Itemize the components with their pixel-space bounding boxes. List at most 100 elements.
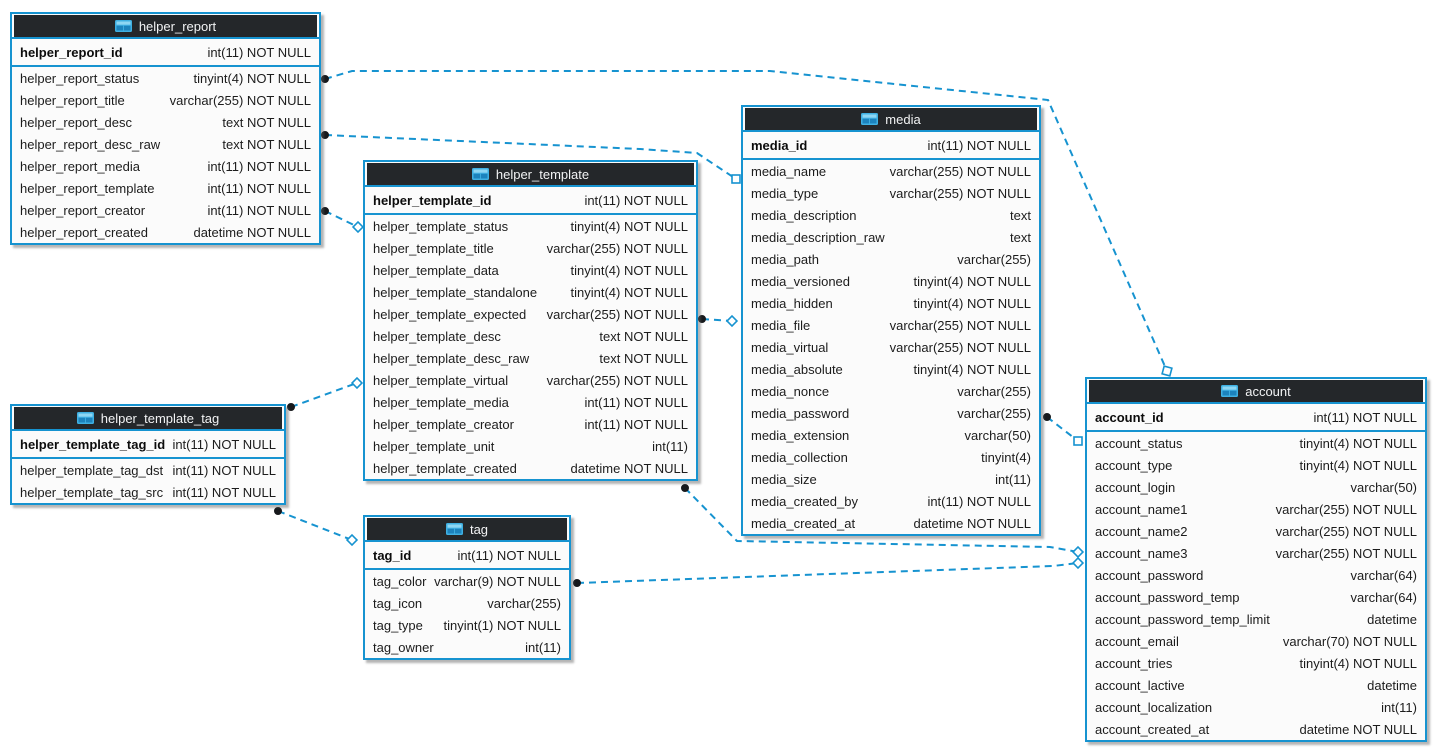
table-helper_report[interactable]: helper_report helper_report_id int(11) N…: [10, 12, 321, 245]
relationship-helper_report-media[interactable]: [321, 131, 741, 184]
column-name: media_collection: [751, 449, 848, 465]
column-type: tinyint(4) NOT NULL: [1299, 655, 1417, 671]
primary-key-row[interactable]: helper_template_tag_id int(11) NOT NULL: [12, 431, 284, 457]
primary-key-row[interactable]: helper_template_id int(11) NOT NULL: [365, 187, 696, 213]
db-table-header[interactable]: media: [745, 108, 1037, 130]
relationship-line[interactable]: [290, 382, 358, 408]
relationship-line[interactable]: [324, 70, 1168, 372]
primary-key-row[interactable]: helper_report_id int(11) NOT NULL: [12, 39, 319, 65]
db-table-header[interactable]: helper_template: [367, 163, 694, 185]
relationship-line[interactable]: [684, 487, 1079, 553]
relationship-line[interactable]: [576, 562, 1079, 584]
table-media[interactable]: media media_id int(11) NOT NULL media_na…: [741, 105, 1041, 536]
relationship-line[interactable]: [1046, 416, 1079, 442]
relationship-helper_report-account[interactable]: [321, 70, 1173, 377]
relationship-helper_template-media[interactable]: [698, 314, 739, 328]
column-type: int(11) NOT NULL: [207, 44, 311, 60]
relationship-helper_template_tag-tag[interactable]: [274, 507, 359, 547]
column-name: helper_template_media: [373, 394, 509, 410]
primary-key-row[interactable]: media_id int(11) NOT NULL: [743, 132, 1039, 158]
table-helper_template_tag[interactable]: helper_template_tag helper_template_tag_…: [10, 404, 286, 505]
table-helper_template[interactable]: helper_template helper_template_id int(1…: [363, 160, 698, 481]
table-account[interactable]: account account_id int(11) NOT NULL acco…: [1085, 377, 1427, 742]
db-table-header[interactable]: account: [1089, 380, 1423, 402]
relationship-tag-account[interactable]: [573, 556, 1085, 587]
db-table-header[interactable]: helper_template_tag: [14, 407, 282, 429]
relationship-media-account[interactable]: [1043, 413, 1083, 446]
column-type: tinyint(4) NOT NULL: [913, 295, 1031, 311]
relationship-helper_report-helper_template[interactable]: [321, 207, 365, 234]
relationship-line[interactable]: [324, 210, 359, 228]
primary-key-row[interactable]: account_id int(11) NOT NULL: [1087, 404, 1425, 430]
relationship-line[interactable]: [324, 134, 737, 180]
relationship-helper_template_tag-helper_template[interactable]: [287, 376, 364, 411]
db-table-header[interactable]: tag: [367, 518, 567, 540]
column-name: helper_template_status: [373, 218, 509, 234]
primary-key-row[interactable]: tag_id int(11) NOT NULL: [365, 542, 569, 568]
relationship-helper_template-account[interactable]: [681, 484, 1085, 559]
header-divider: [365, 540, 569, 542]
column-type: int(11) NOT NULL: [457, 547, 561, 563]
relationship-line[interactable]: [277, 510, 353, 541]
db-table-header[interactable]: helper_report: [14, 15, 317, 37]
